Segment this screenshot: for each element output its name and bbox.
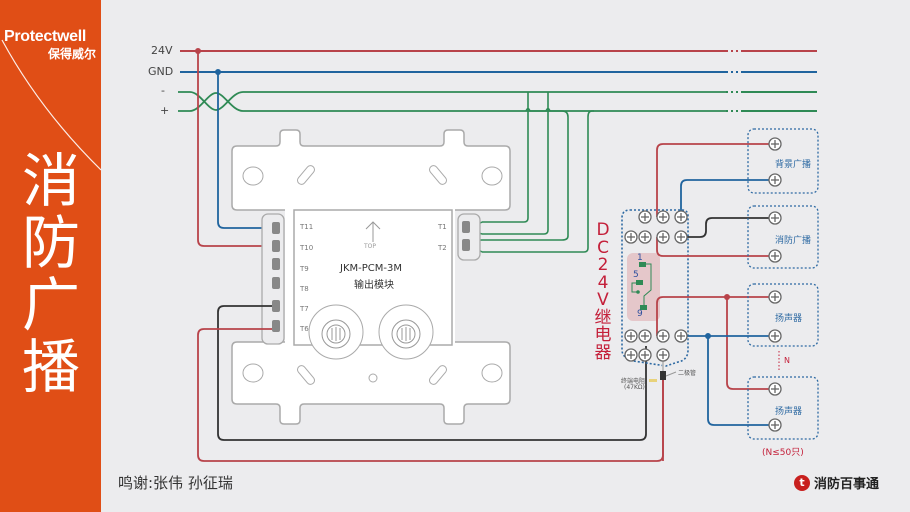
terminal-label-t2: T2 [438,244,447,252]
relay-title-char: 2 [597,255,609,275]
relay-title: D C 2 4 V 继 电 器 [594,220,612,363]
load-label-speaker-1: 扬声器 [775,314,803,324]
load-label-speaker-n: 扬声器 [775,407,803,417]
right-terminal-screws [462,221,470,251]
load-box-speaker-n [747,376,819,440]
relay-title-char: 继 [594,307,612,328]
rail-label-gnd: GND [148,65,174,78]
sidebar-title-char: 播 [21,333,80,401]
relay-title-char: V [597,290,609,310]
rail-label-plus: + [160,104,170,117]
diode-icon [660,371,666,380]
sidebar-title-char: 防 [21,209,80,277]
relay-pin-1: 1 [637,253,643,263]
footer-logo-text: 消防百事通 [814,477,880,492]
resistor-label: 终端电阻 [621,378,646,385]
terminal-label-t8: T8 [300,285,309,293]
top-label: TOP [364,243,377,250]
wire-gnd-to-t11 [217,72,272,229]
diode-label: 二极管 [678,370,697,377]
terminal-label-t7: T7 [300,305,309,313]
resistor-icon [649,379,657,382]
decorative-arc [1,39,101,171]
terminal-label-t9: T9 [300,265,309,273]
relay-pin-5: 5 [633,270,639,280]
terminal-label-t1: T1 [438,223,447,231]
resistor-value: (47KΩ) [624,384,645,391]
relay-outline [621,209,689,367]
load-label-background-broadcast: 背景广播 [775,160,812,170]
footer-logo: t 消防百事通 [794,473,879,492]
right-terminal-block [457,213,481,261]
module-model: JKM-PCM-3M [340,263,402,274]
relay-title-char: C [597,237,609,258]
wire-24v-to-t10 [197,51,272,247]
module-name: 输出模块 [354,280,394,291]
terminal-label-t10: T10 [300,244,314,252]
rail-plus [178,92,817,112]
relay-coil-area [627,253,660,321]
credits: 鸣谢:张伟 孙征瑞 [118,474,233,492]
left-terminal-screws [272,222,280,332]
brand-name-en: Protectwell [4,28,87,45]
load-label-fire-broadcast: 消防广播 [775,236,812,246]
wire-t7-black [217,305,647,441]
sidebar-title-char: 消 [21,147,80,215]
address-dial-tens[interactable] [308,304,364,360]
relay-title-char: 电 [594,325,612,345]
sidebar-title-char: 广 [21,271,80,339]
load-box-speaker-1 [747,283,819,347]
fire-helmet-icon: t [794,474,810,491]
speaker-count-marker: N [784,356,790,365]
rail-minus [178,91,817,111]
sidebar: Protectwell 保得威尔 消 防 广 播 [0,0,101,512]
terminal-label-t6: T6 [300,325,309,333]
sidebar-title: 消 防 广 播 [16,150,86,398]
load-box-fire-broadcast [747,205,819,269]
rail-label-24v: 24V [151,44,173,57]
rail-label-minus: - [161,84,165,97]
address-dial-units[interactable] [378,304,434,360]
wire-t6-red [197,328,664,462]
brand-name-cn: 保得威尔 [48,47,97,61]
relay-title-char: 4 [597,272,609,293]
speaker-limit: (N≤50只) [762,448,804,458]
relay-title-char: 器 [594,342,612,363]
terminal-label-t11: T11 [300,223,314,231]
load-box-background-broadcast [747,128,819,194]
relay-pin-9: 9 [637,309,643,319]
relay-title-char: D [596,220,610,240]
